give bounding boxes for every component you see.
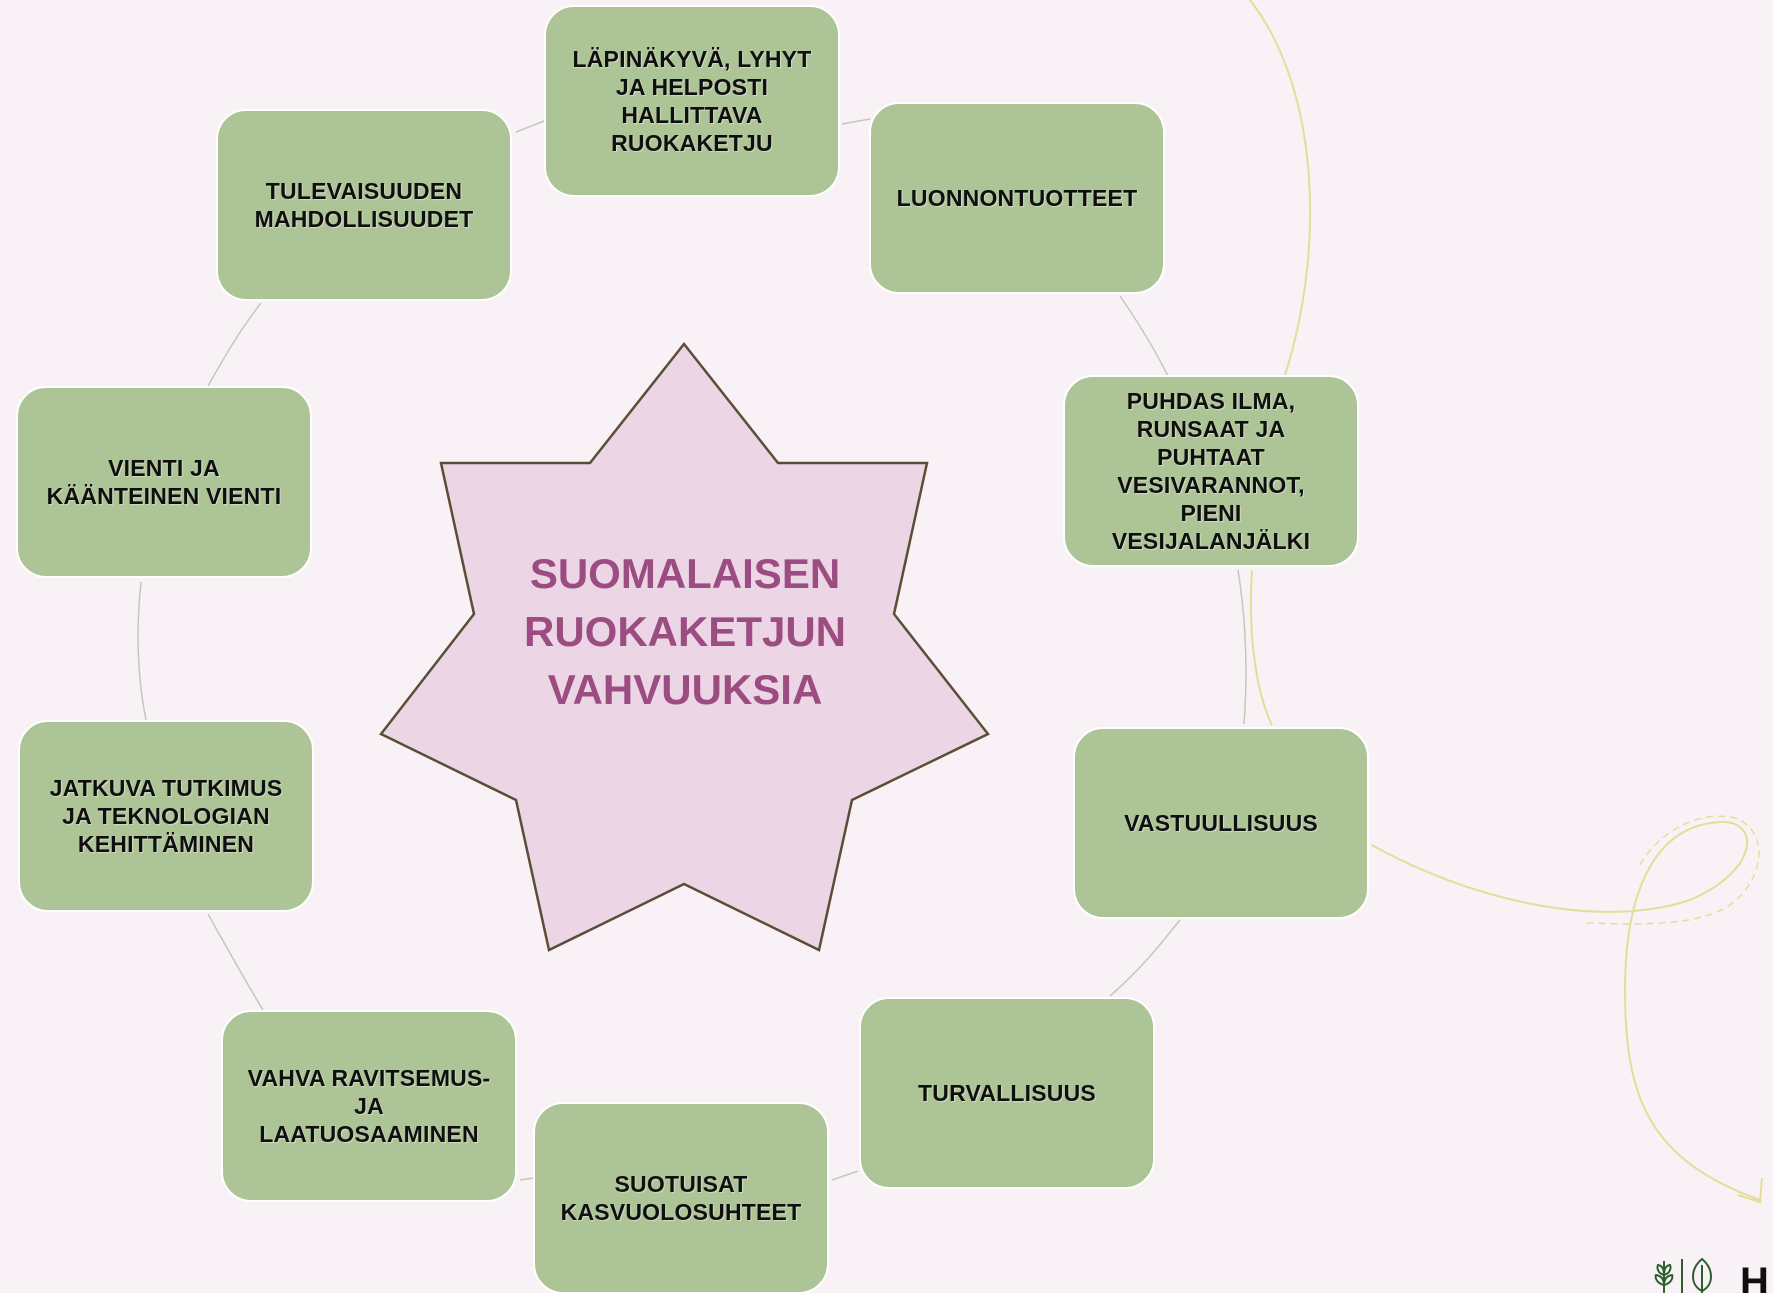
node-nutrition-quality: VAHVA RAVITSEMUS- JA LAATUOSAAMINEN: [221, 1010, 517, 1202]
connector: [1109, 919, 1181, 997]
connector: [207, 913, 264, 1011]
logo-icons: [1654, 1257, 1712, 1293]
node-natural-products: LUONNONTUOTTEET: [869, 102, 1165, 294]
node-future-opportunities: TULEVAISUUDEN MAHDOLLISUUDET: [216, 109, 512, 301]
logo-letter: H: [1740, 1260, 1769, 1293]
decorative-curve: [1249, 0, 1312, 376]
logo: [1650, 1255, 1720, 1293]
node-responsibility: VASTUULLISUUS: [1073, 727, 1369, 919]
node-research-technology: JATKUVA TUTKIMUS JA TEKNOLOGIAN KEHITTÄM…: [18, 720, 314, 912]
connector-arcs: [137, 118, 1247, 1181]
connector: [831, 1170, 859, 1181]
decorative-loop: [1371, 820, 1761, 1201]
connector: [207, 302, 262, 387]
decorative-curve: [1249, 569, 1273, 726]
center-star: [379, 341, 990, 952]
connector: [515, 120, 545, 133]
node-clean-air-water: PUHDAS ILMA, RUNSAAT JA PUHTAAT VESIVARA…: [1063, 375, 1359, 567]
sprout-icon: [1654, 1261, 1674, 1293]
connector: [1119, 295, 1169, 377]
leaf-icon: [1692, 1257, 1712, 1293]
decorative-loop-dashed: [1584, 815, 1760, 925]
node-growing-conditions: SUOTUISAT KASVUOLOSUHTEET: [533, 1102, 829, 1293]
connector: [137, 581, 147, 721]
connector: [841, 118, 871, 125]
node-export-reverse-export: VIENTI JA KÄÄNTEINEN VIENTI: [16, 386, 312, 578]
node-safety: TURVALLISUUS: [859, 997, 1155, 1189]
node-transparent-food-chain: LÄPINÄKYVÄ, LYHYT JA HELPOSTI HALLITTAVA…: [544, 5, 840, 197]
center-title: SUOMALAISEN RUOKAKETJUN VAHVUUKSIA: [523, 550, 846, 713]
arrowhead: [1737, 1177, 1763, 1204]
connector: [519, 1177, 535, 1181]
connector: [1237, 569, 1247, 725]
